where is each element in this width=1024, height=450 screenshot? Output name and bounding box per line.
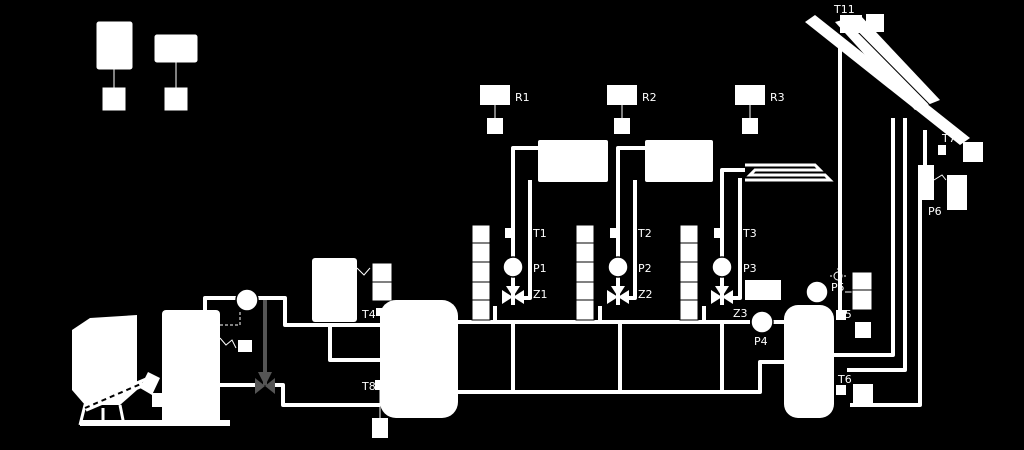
label-p6: P6: [928, 205, 942, 218]
t8-controller: [372, 418, 388, 438]
radiator-2: [645, 140, 713, 182]
label-t7: T7: [941, 132, 956, 145]
pump-p1: [502, 256, 524, 278]
t7-sensor: [938, 145, 946, 155]
valve-z1: [502, 286, 524, 304]
label-r1: R1: [515, 91, 530, 104]
p6-controller: [947, 175, 967, 210]
heat-store-tank: [312, 258, 357, 322]
label-p1: P1: [533, 262, 547, 275]
boiler-sensor: [238, 340, 252, 352]
label-t2: T2: [637, 227, 652, 240]
radiator-1: [538, 140, 608, 182]
label-t8: T8: [361, 380, 376, 393]
buffer-tank: [380, 300, 458, 418]
t5-sensor: [836, 310, 846, 320]
t5-controller: [855, 322, 871, 338]
zone1-manifold: [471, 224, 491, 321]
label-t1: T1: [532, 227, 547, 240]
pipes: [203, 40, 927, 407]
label-z2: Z2: [638, 288, 653, 301]
t8-sensor: [375, 380, 385, 390]
p5-controller: [851, 271, 873, 311]
t6-controller: [853, 384, 873, 404]
floor-heating-coil: [745, 163, 834, 182]
pump-p5: [805, 280, 829, 304]
zone3-manifold: [679, 224, 699, 321]
zone-1: R1 T1 P1 Z1: [471, 85, 608, 321]
label-z3: Z3: [733, 307, 748, 320]
label-p2: P2: [638, 262, 652, 275]
t7-controller: [963, 142, 983, 162]
valve-z2: [607, 286, 629, 304]
t11-controller: [866, 14, 884, 32]
label-p5: P5: [831, 281, 845, 294]
t6-sensor: [836, 385, 846, 395]
boiler-mixing-valve: [255, 300, 275, 394]
z3-actuator: [745, 280, 781, 300]
label-p4: P4: [754, 335, 768, 348]
boiler-pump: [235, 288, 259, 312]
label-t5: T5: [837, 308, 852, 321]
solar-collector: [805, 15, 970, 145]
label-t4: T4: [361, 308, 376, 321]
zone-2: R2 T2 P2 Z2: [575, 85, 713, 321]
zone2-manifold: [575, 224, 595, 321]
sun-icon: [830, 268, 846, 281]
pump-p4: [750, 310, 774, 334]
p6-pump-station: [918, 165, 934, 200]
label-t11: T11: [833, 3, 855, 16]
label-t6: T6: [837, 373, 852, 386]
dhw-tank: [784, 305, 834, 418]
legend-boxes: [96, 21, 198, 111]
label-z1: Z1: [533, 288, 548, 301]
pellet-hopper: [72, 315, 137, 426]
auger-feeder: [80, 372, 230, 426]
pellet-boiler: [162, 310, 220, 425]
label-r2: R2: [642, 91, 657, 104]
label-p3: P3: [743, 262, 757, 275]
pump-p3: [711, 256, 733, 278]
label-r3: R3: [770, 91, 785, 104]
label-t3: T3: [742, 227, 757, 240]
zone-3: R3 T3 P3 Z3: [679, 85, 834, 321]
valve-z3: [711, 286, 733, 304]
pump-p2: [607, 256, 629, 278]
